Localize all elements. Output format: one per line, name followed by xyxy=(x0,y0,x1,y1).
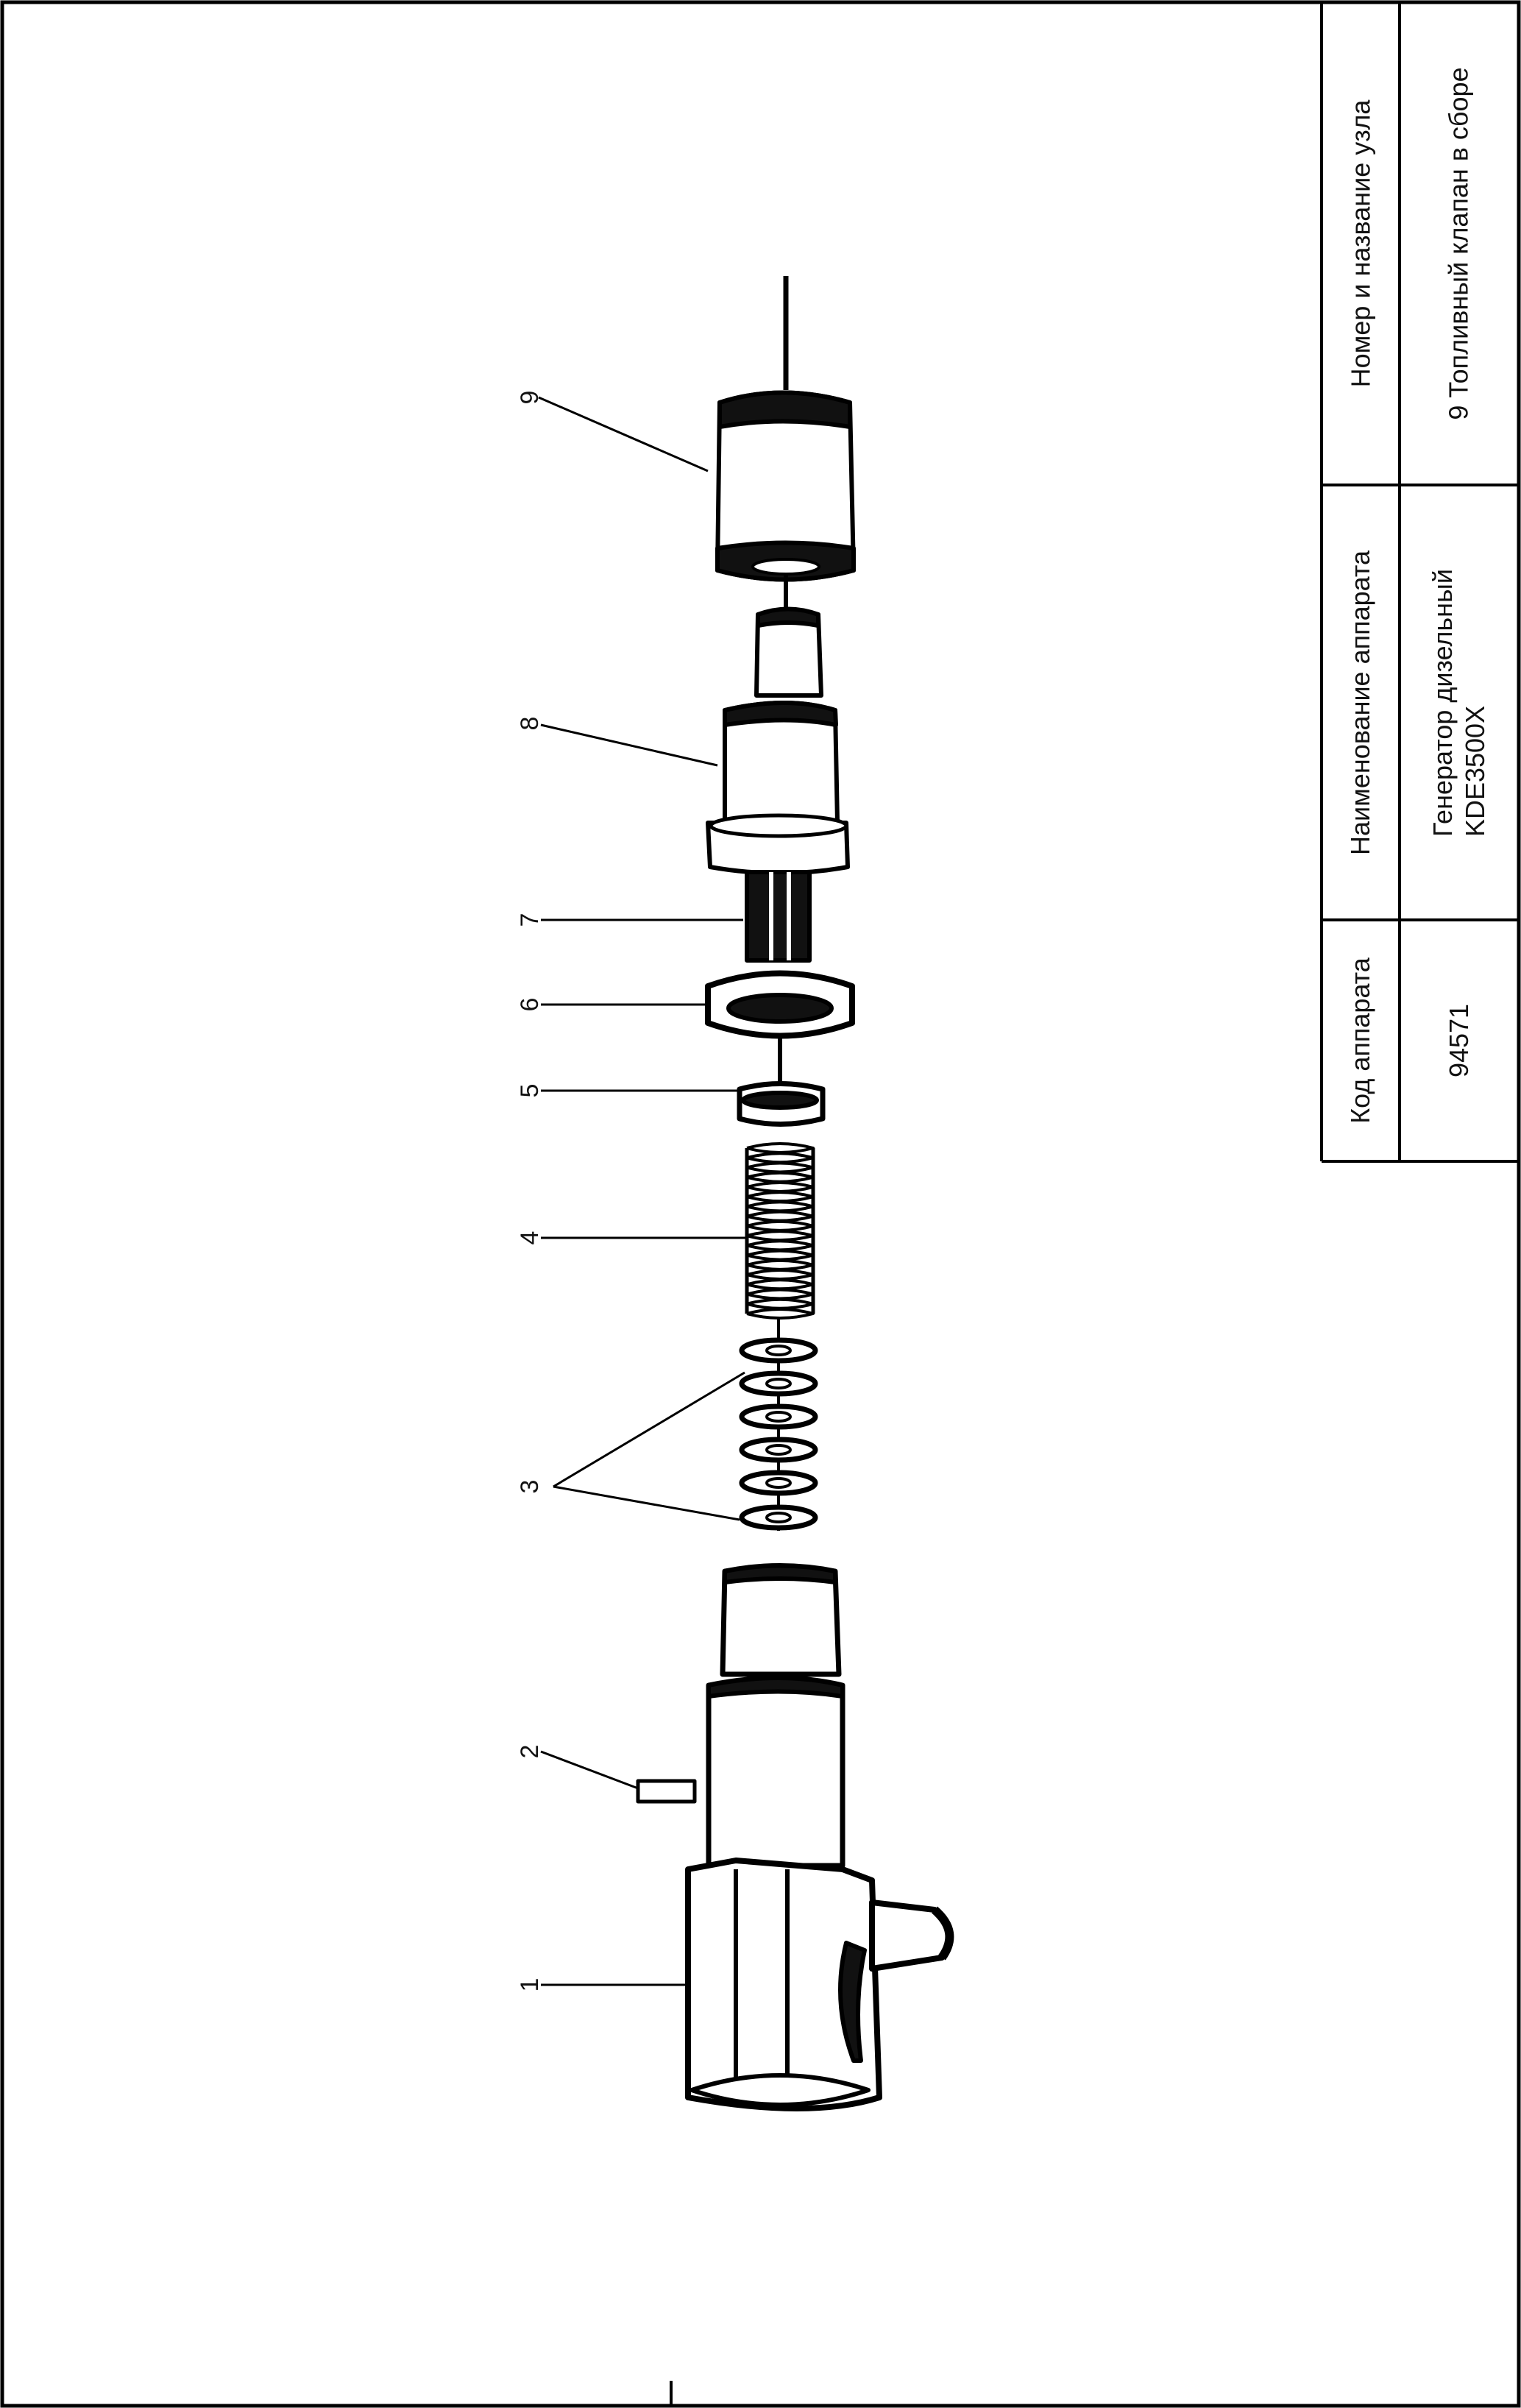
title-block-grid xyxy=(1320,2,1519,1163)
callout-5: 5 xyxy=(516,1083,544,1098)
callout-9: 9 xyxy=(516,390,544,405)
callout-4: 4 xyxy=(516,1230,544,1245)
part-4-spring xyxy=(745,1142,815,1320)
value-unit-cell: 9 Топливный клапан в сборе xyxy=(1401,4,1517,484)
fuel-valve-exploded-view xyxy=(636,276,954,2111)
header-unit: Номер и название узла xyxy=(1345,99,1376,388)
header-unit-cell: Номер и название узла xyxy=(1323,4,1398,484)
part-2-pin xyxy=(636,1779,697,1804)
part-9-cap xyxy=(715,276,856,611)
header-name: Наименование аппарата xyxy=(1345,550,1376,855)
value-name: Генератор дизельный KDE3500X xyxy=(1427,568,1492,836)
value-code-cell: 94571 xyxy=(1401,921,1517,1160)
callout-2: 2 xyxy=(516,1744,544,1759)
part-3-washers xyxy=(739,1317,818,1531)
value-unit: 9 Топливный клапан в сборе xyxy=(1444,67,1474,420)
part-5-cup xyxy=(737,1081,826,1127)
callout-8: 8 xyxy=(516,716,544,731)
part-8-valve-body xyxy=(706,606,850,876)
leader-lines xyxy=(538,396,747,1986)
header-code-cell: Код аппарата xyxy=(1323,921,1398,1160)
part-1-main-body xyxy=(685,1563,954,2111)
value-code: 94571 xyxy=(1443,1003,1474,1078)
callout-1: 1 xyxy=(516,1977,544,1992)
callout-7: 7 xyxy=(516,913,544,927)
value-name-line2: KDE3500X xyxy=(1460,705,1490,837)
part-6-collar xyxy=(705,970,855,1088)
callout-3: 3 xyxy=(516,1479,544,1494)
part-7-stem xyxy=(745,870,812,963)
header-name-cell: Наименование аппарата xyxy=(1323,486,1398,918)
value-name-cell: Генератор дизельный KDE3500X xyxy=(1401,486,1517,918)
value-name-line1: Генератор дизельный xyxy=(1428,568,1458,837)
header-code: Код аппарата xyxy=(1345,957,1376,1124)
callout-6: 6 xyxy=(516,997,544,1012)
